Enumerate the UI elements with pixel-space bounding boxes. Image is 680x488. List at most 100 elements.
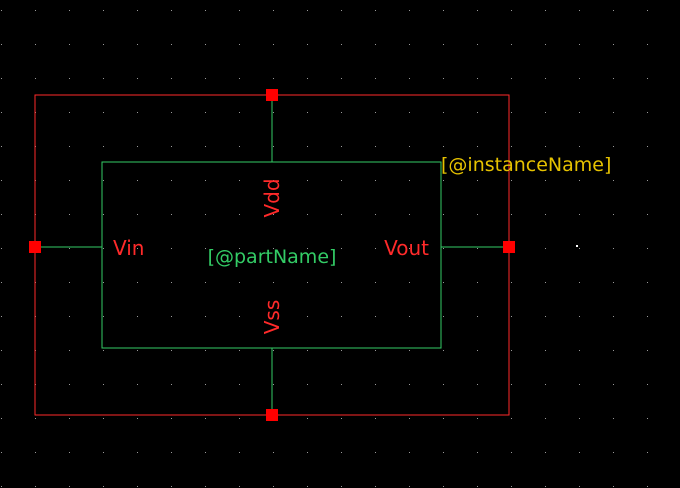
grid-dot — [613, 350, 614, 351]
pin-label-vss: Vss — [260, 300, 284, 335]
grid-dot — [375, 282, 376, 283]
grid-dot — [1, 44, 2, 45]
grid-dot — [137, 78, 138, 79]
grid-dot — [511, 316, 512, 317]
grid-dot — [409, 384, 410, 385]
grid-dot — [103, 350, 104, 351]
grid-dot — [307, 452, 308, 453]
pin-label-vin: Vin — [113, 236, 144, 260]
grid-dot — [477, 316, 478, 317]
grid-dot — [477, 214, 478, 215]
grid-dot — [341, 282, 342, 283]
grid-dot — [171, 316, 172, 317]
grid-dot — [409, 44, 410, 45]
grid-dot — [579, 10, 580, 11]
grid-dot — [443, 248, 444, 249]
grid-dot — [341, 112, 342, 113]
grid-dot — [477, 78, 478, 79]
grid-dot — [103, 316, 104, 317]
grid-dot — [273, 316, 274, 317]
grid-dot — [579, 214, 580, 215]
part-name-label[interactable]: [@partName] — [208, 246, 337, 268]
grid-dot — [171, 78, 172, 79]
grid-dot — [409, 452, 410, 453]
grid-dot — [273, 10, 274, 11]
grid-dot — [511, 78, 512, 79]
grid-dot — [1, 214, 2, 215]
grid-dot — [103, 146, 104, 147]
grid-dot — [137, 418, 138, 419]
instance-name-label[interactable]: [@instanceName] — [441, 154, 611, 176]
grid-dot — [307, 214, 308, 215]
grid-dot — [1, 10, 2, 11]
grid-dot — [647, 214, 648, 215]
grid-dot — [443, 214, 444, 215]
grid-dot — [171, 282, 172, 283]
grid-dot — [477, 44, 478, 45]
grid-dot — [341, 350, 342, 351]
pin-handle-vdd[interactable] — [266, 89, 278, 101]
grid-dot — [273, 214, 274, 215]
grid-dot — [511, 384, 512, 385]
grid-dot — [511, 350, 512, 351]
grid-dot — [1, 384, 2, 385]
grid-dot — [171, 384, 172, 385]
grid-dot — [647, 282, 648, 283]
grid-dot — [545, 214, 546, 215]
grid-dot — [205, 282, 206, 283]
grid-dot — [545, 350, 546, 351]
grid-dot — [443, 112, 444, 113]
grid-dot — [613, 112, 614, 113]
grid-dot — [205, 418, 206, 419]
grid-dot — [443, 180, 444, 181]
grid-dot — [205, 180, 206, 181]
grid-dot — [103, 180, 104, 181]
grid-dot — [579, 146, 580, 147]
grid-dot — [171, 112, 172, 113]
grid-dot — [239, 316, 240, 317]
grid-dot — [239, 452, 240, 453]
grid-dot — [69, 418, 70, 419]
grid-dot — [545, 316, 546, 317]
grid-dot — [137, 452, 138, 453]
grid-dot — [647, 316, 648, 317]
grid-dot — [273, 146, 274, 147]
grid-dot — [579, 486, 580, 487]
grid-dot — [579, 282, 580, 283]
pin-label-vdd: Vdd — [260, 178, 284, 217]
grid-dot — [613, 452, 614, 453]
pin-handle-vin[interactable] — [29, 241, 41, 253]
grid-dot — [579, 44, 580, 45]
pin-handle-vss[interactable] — [266, 409, 278, 421]
grid-dot — [69, 350, 70, 351]
grid-dot — [307, 282, 308, 283]
grid-dot — [69, 78, 70, 79]
grid-dot — [137, 146, 138, 147]
grid-dot — [443, 10, 444, 11]
grid-dot — [239, 214, 240, 215]
grid-dot — [35, 452, 36, 453]
grid-dot — [205, 78, 206, 79]
grid-dot — [579, 418, 580, 419]
grid-dot — [375, 452, 376, 453]
grid-dot — [613, 248, 614, 249]
grid-dot — [205, 486, 206, 487]
grid-dot — [307, 112, 308, 113]
grid-dot — [477, 248, 478, 249]
grid-dot — [647, 44, 648, 45]
grid-dot — [239, 44, 240, 45]
grid-dot — [647, 384, 648, 385]
grid-dot — [613, 486, 614, 487]
grid-dot — [341, 146, 342, 147]
grid-dot — [375, 214, 376, 215]
grid-dot — [273, 384, 274, 385]
pin-handle-vout[interactable] — [503, 241, 515, 253]
grid-dot — [205, 350, 206, 351]
grid-dot — [341, 316, 342, 317]
pin-label-vout: Vout — [384, 236, 429, 260]
grid-dot — [307, 384, 308, 385]
grid-dot — [273, 486, 274, 487]
grid-dot — [69, 248, 70, 249]
